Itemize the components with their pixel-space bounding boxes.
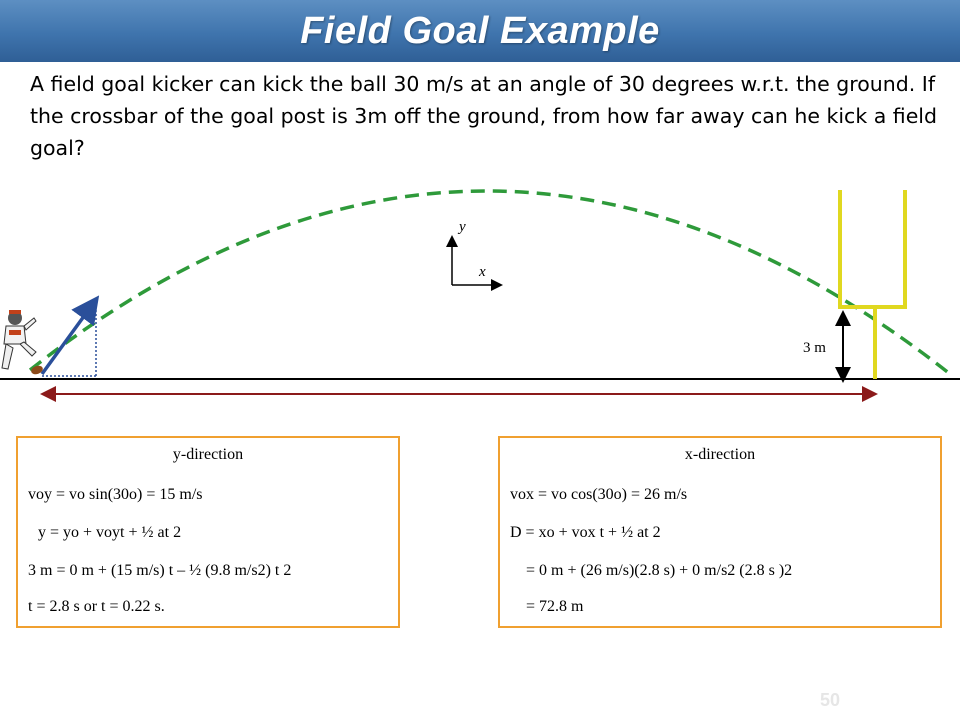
- y-direction-box: y-direction voy = vo sin(30o) = 15 m/s y…: [16, 436, 400, 628]
- kicker-figure: [1, 310, 37, 370]
- problem-statement: A field goal kicker can kick the ball 30…: [30, 72, 938, 160]
- y-axis-label: y: [457, 219, 466, 235]
- y-box-line1: voy = vo sin(30o) = 15 m/s: [28, 486, 203, 503]
- y-box-heading: y-direction: [172, 446, 244, 463]
- y-box-line3: 3 m = 0 m + (15 m/s) t – ½ (9.8 m/s2) t …: [28, 562, 292, 579]
- x-axis-label: x: [478, 264, 486, 280]
- velocity-vector: [40, 295, 100, 376]
- trajectory-arc: [28, 189, 952, 376]
- goal-post: [838, 190, 907, 379]
- title-bar: Field Goal Example: [0, 0, 960, 62]
- y-box-line2: y = yo + voyt + ½ at 2: [38, 524, 182, 541]
- x-box-heading: x-direction: [684, 446, 756, 463]
- page-number: 50: [820, 690, 841, 710]
- x-box-line2: D = xo + vox t + ½ at 2: [510, 524, 661, 541]
- football-icon: [31, 365, 43, 375]
- x-box-line4: = 72.8 m: [526, 598, 584, 615]
- x-box-line1: vox = vo cos(30o) = 26 m/s: [510, 486, 688, 503]
- slide-title: Field Goal Example: [300, 10, 660, 52]
- x-box-line3: = 0 m + (26 m/s)(2.8 s) + 0 m/s2 (2.8 s …: [526, 562, 793, 579]
- y-box-line4: t = 2.8 s or t = 0.22 s.: [28, 598, 165, 615]
- height-label: 3 m: [803, 340, 826, 356]
- x-direction-box: x-direction vox = vo cos(30o) = 26 m/s D…: [498, 436, 942, 628]
